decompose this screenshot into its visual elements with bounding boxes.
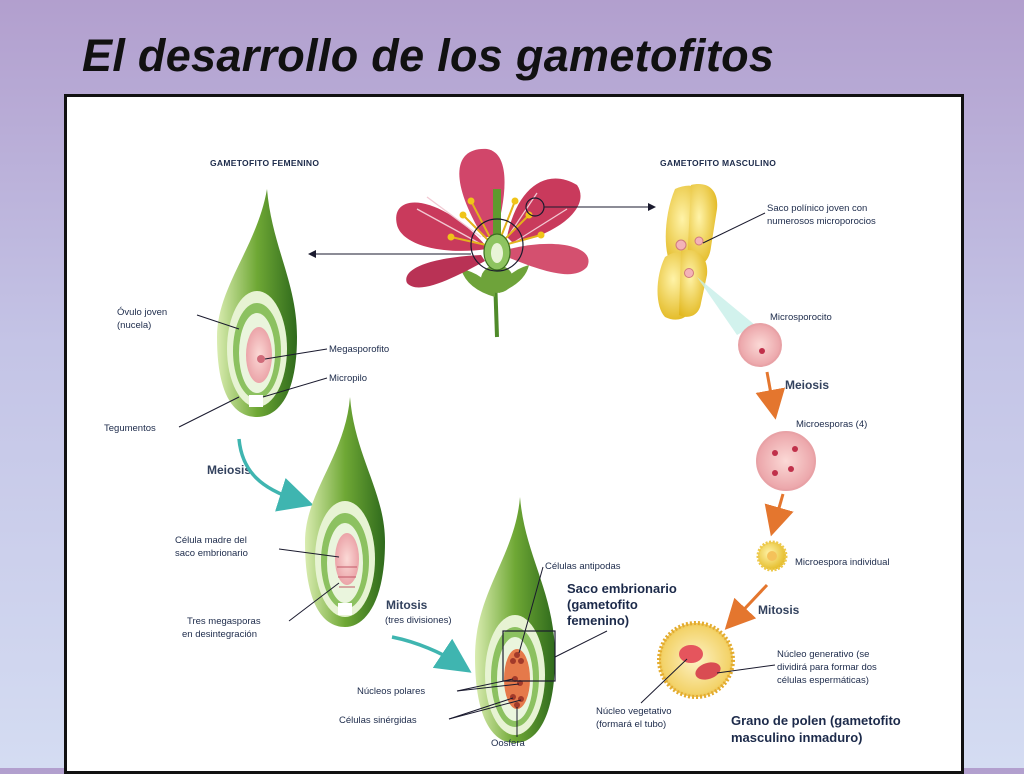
synergids-label: Células sinérgidas (339, 715, 417, 726)
antipodal-label: Células antipodas (545, 561, 621, 572)
microspores-label: Microesporas (4) (796, 419, 867, 430)
egg-cell-label: Oosfera (491, 738, 526, 749)
meiosis-female-label: Meiosis (207, 463, 251, 477)
megaspores-line1: Tres megasporas (187, 616, 261, 627)
vegetative-nucleus-line2: (formará el tubo) (596, 719, 666, 730)
mother-cell-line1: Célula madre del (175, 535, 247, 546)
male-header: GAMETOFITO MASCULINO (660, 158, 776, 168)
megaspores-line2: en desintegración (182, 629, 257, 640)
female-header: GAMETOFITO FEMENINO (210, 158, 319, 168)
integuments-label: Tegumentos (104, 423, 156, 434)
diagram-frame: GAMETOFITO FEMENINO GAMETOFITO MASCULINO (64, 94, 964, 774)
embryo-sac-line2: (gametofito (567, 597, 638, 612)
gametophyte-diagram: GAMETOFITO FEMENINO GAMETOFITO MASCULINO (104, 148, 901, 749)
microspores-cell (756, 431, 816, 491)
pollen-sac-line1: Saco polínico joven con (767, 203, 867, 214)
embryo-sac-line3: femenino) (567, 613, 629, 628)
meiosis-male-label: Meiosis (785, 378, 829, 392)
mitosis-female-label: Mitosis (386, 598, 428, 612)
mother-cell-line2: saco embrionario (175, 548, 248, 559)
mother-cell-ovule (305, 397, 385, 627)
embryo-sac-line1: Saco embrionario (567, 581, 677, 596)
generative-nucleus-line2: dividirá para formar dos (777, 662, 877, 673)
slide-title: El desarrollo de los gametofitos (82, 30, 775, 81)
vegetative-nucleus-line1: Núcleo vegetativo (596, 706, 672, 717)
young-ovule (217, 189, 297, 417)
pollen-grain-line2: masculino inmaduro) (731, 730, 862, 745)
single-microspore-label: Microespora individual (795, 557, 890, 568)
micropyle-label: Micropilo (329, 373, 367, 384)
microsporocyte-label: Microsporocito (770, 312, 832, 323)
embryo-sac-ovule (475, 497, 556, 743)
megasporocyte-label: Megasporofito (329, 344, 389, 355)
microsporocyte-cell (738, 323, 782, 367)
pollen-sacs (657, 184, 755, 335)
generative-nucleus-line3: células espermáticas) (777, 675, 869, 686)
pollen-grain (657, 621, 735, 699)
mitosis-male-label: Mitosis (758, 603, 800, 617)
pollen-grain-line1: Grano de polen (gametofito (731, 713, 901, 728)
ovule-young-line1: Óvulo joven (117, 307, 167, 318)
ovule-young-line2: (nucela) (117, 320, 151, 331)
pollen-sac-line2: numerosos microporocios (767, 216, 876, 227)
single-microspore (756, 540, 788, 572)
three-divisions-label: (tres divisiones) (385, 615, 452, 626)
generative-nucleus-line1: Núcleo generativo (se (777, 649, 869, 660)
flower-illustration (396, 148, 589, 338)
polar-nuclei-label: Núcleos polares (357, 686, 425, 697)
